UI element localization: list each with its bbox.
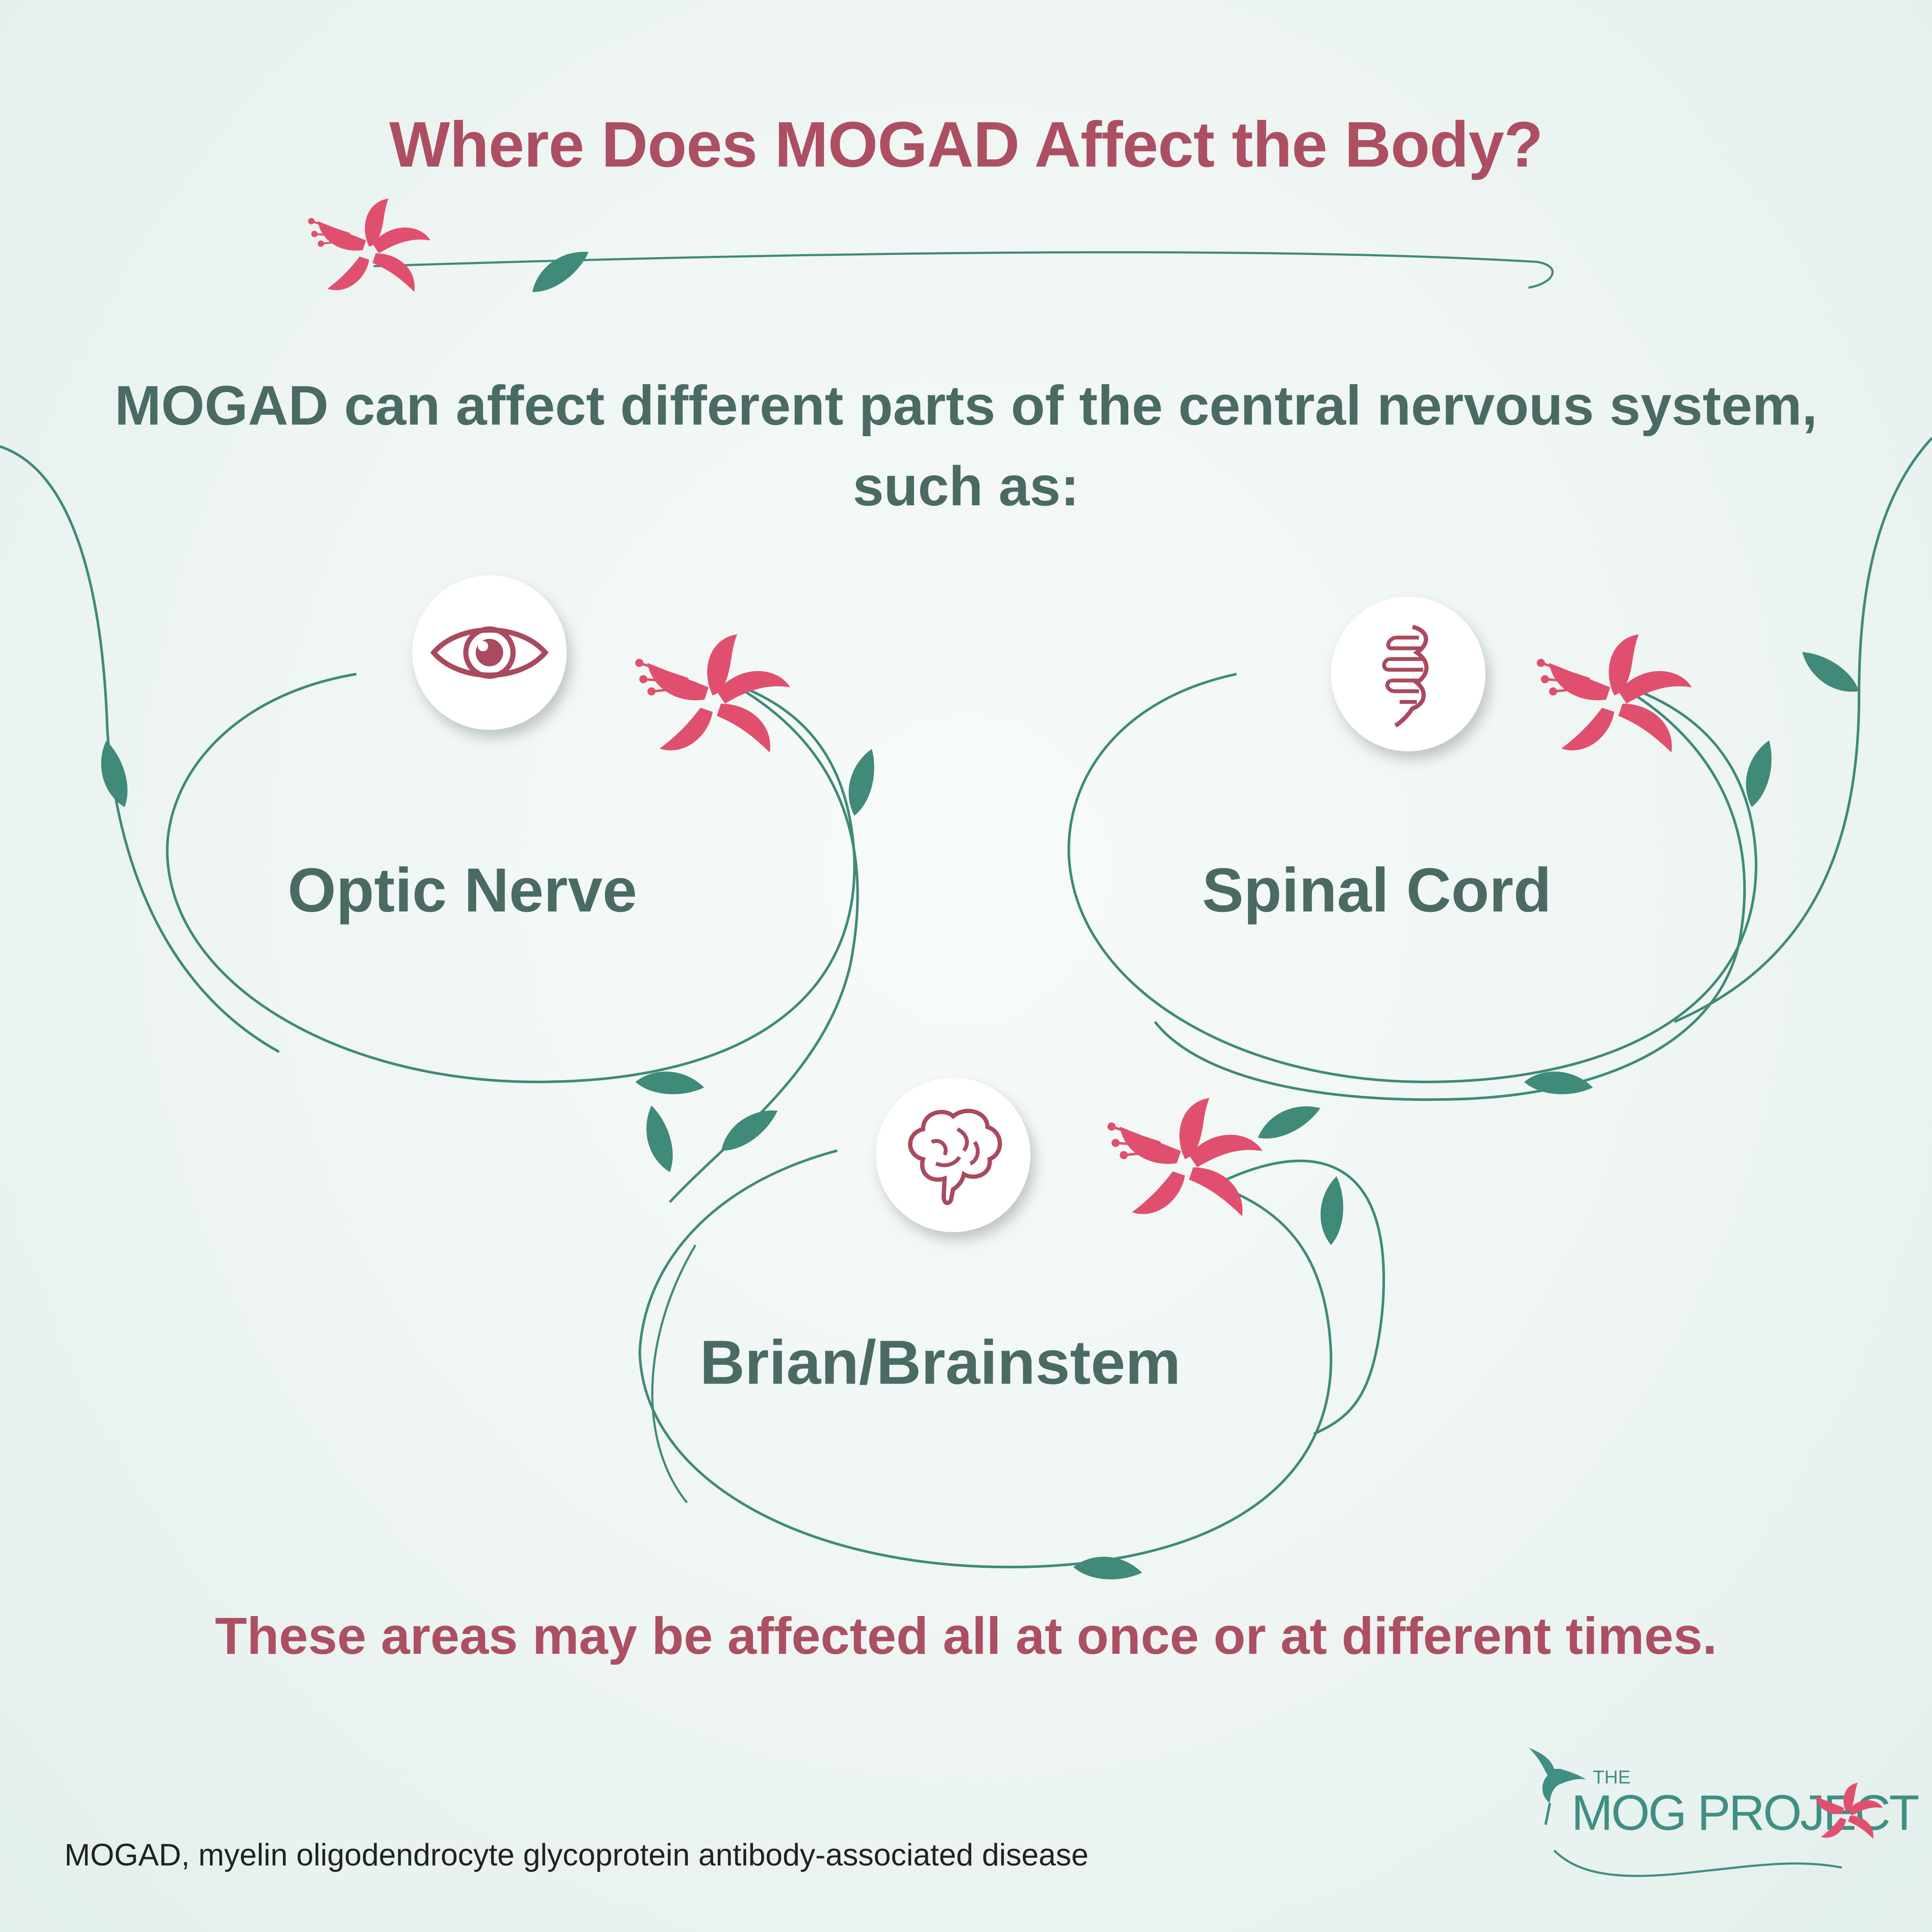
logo-the: THE — [1593, 1767, 1631, 1788]
area-label-spinal-cord: Spinal Cord — [1202, 855, 1552, 925]
footnote: MOGAD, myelin oligodendrocyte glycoprote… — [64, 1838, 1089, 1872]
hummingbird-icon — [1528, 1747, 1586, 1825]
optic-nerve-badge — [412, 575, 567, 730]
eye-icon — [430, 626, 549, 679]
spine-icon — [1382, 625, 1429, 728]
area-label-brain-brainstem: Brian/Brainstem — [700, 1327, 1181, 1397]
brain-icon — [908, 1109, 1002, 1205]
mog-project-logo: THE MOG PROJECT — [1516, 1743, 1920, 1906]
area-label-optic-nerve: Optic Nerve — [288, 855, 637, 925]
spinal-cord-badge — [1331, 597, 1485, 751]
footer-message: These areas may be affected all at once … — [215, 1607, 1717, 1665]
logo-name: MOG PROJECT — [1571, 1785, 1920, 1841]
intro-text: MOGAD can affect different parts of the … — [115, 374, 1817, 517]
logo-vine — [1553, 1850, 1842, 1877]
page-title: Where Does MOGAD Affect the Body? — [389, 108, 1543, 180]
brain-badge — [876, 1078, 1030, 1232]
flower-icon — [1815, 1783, 1883, 1839]
